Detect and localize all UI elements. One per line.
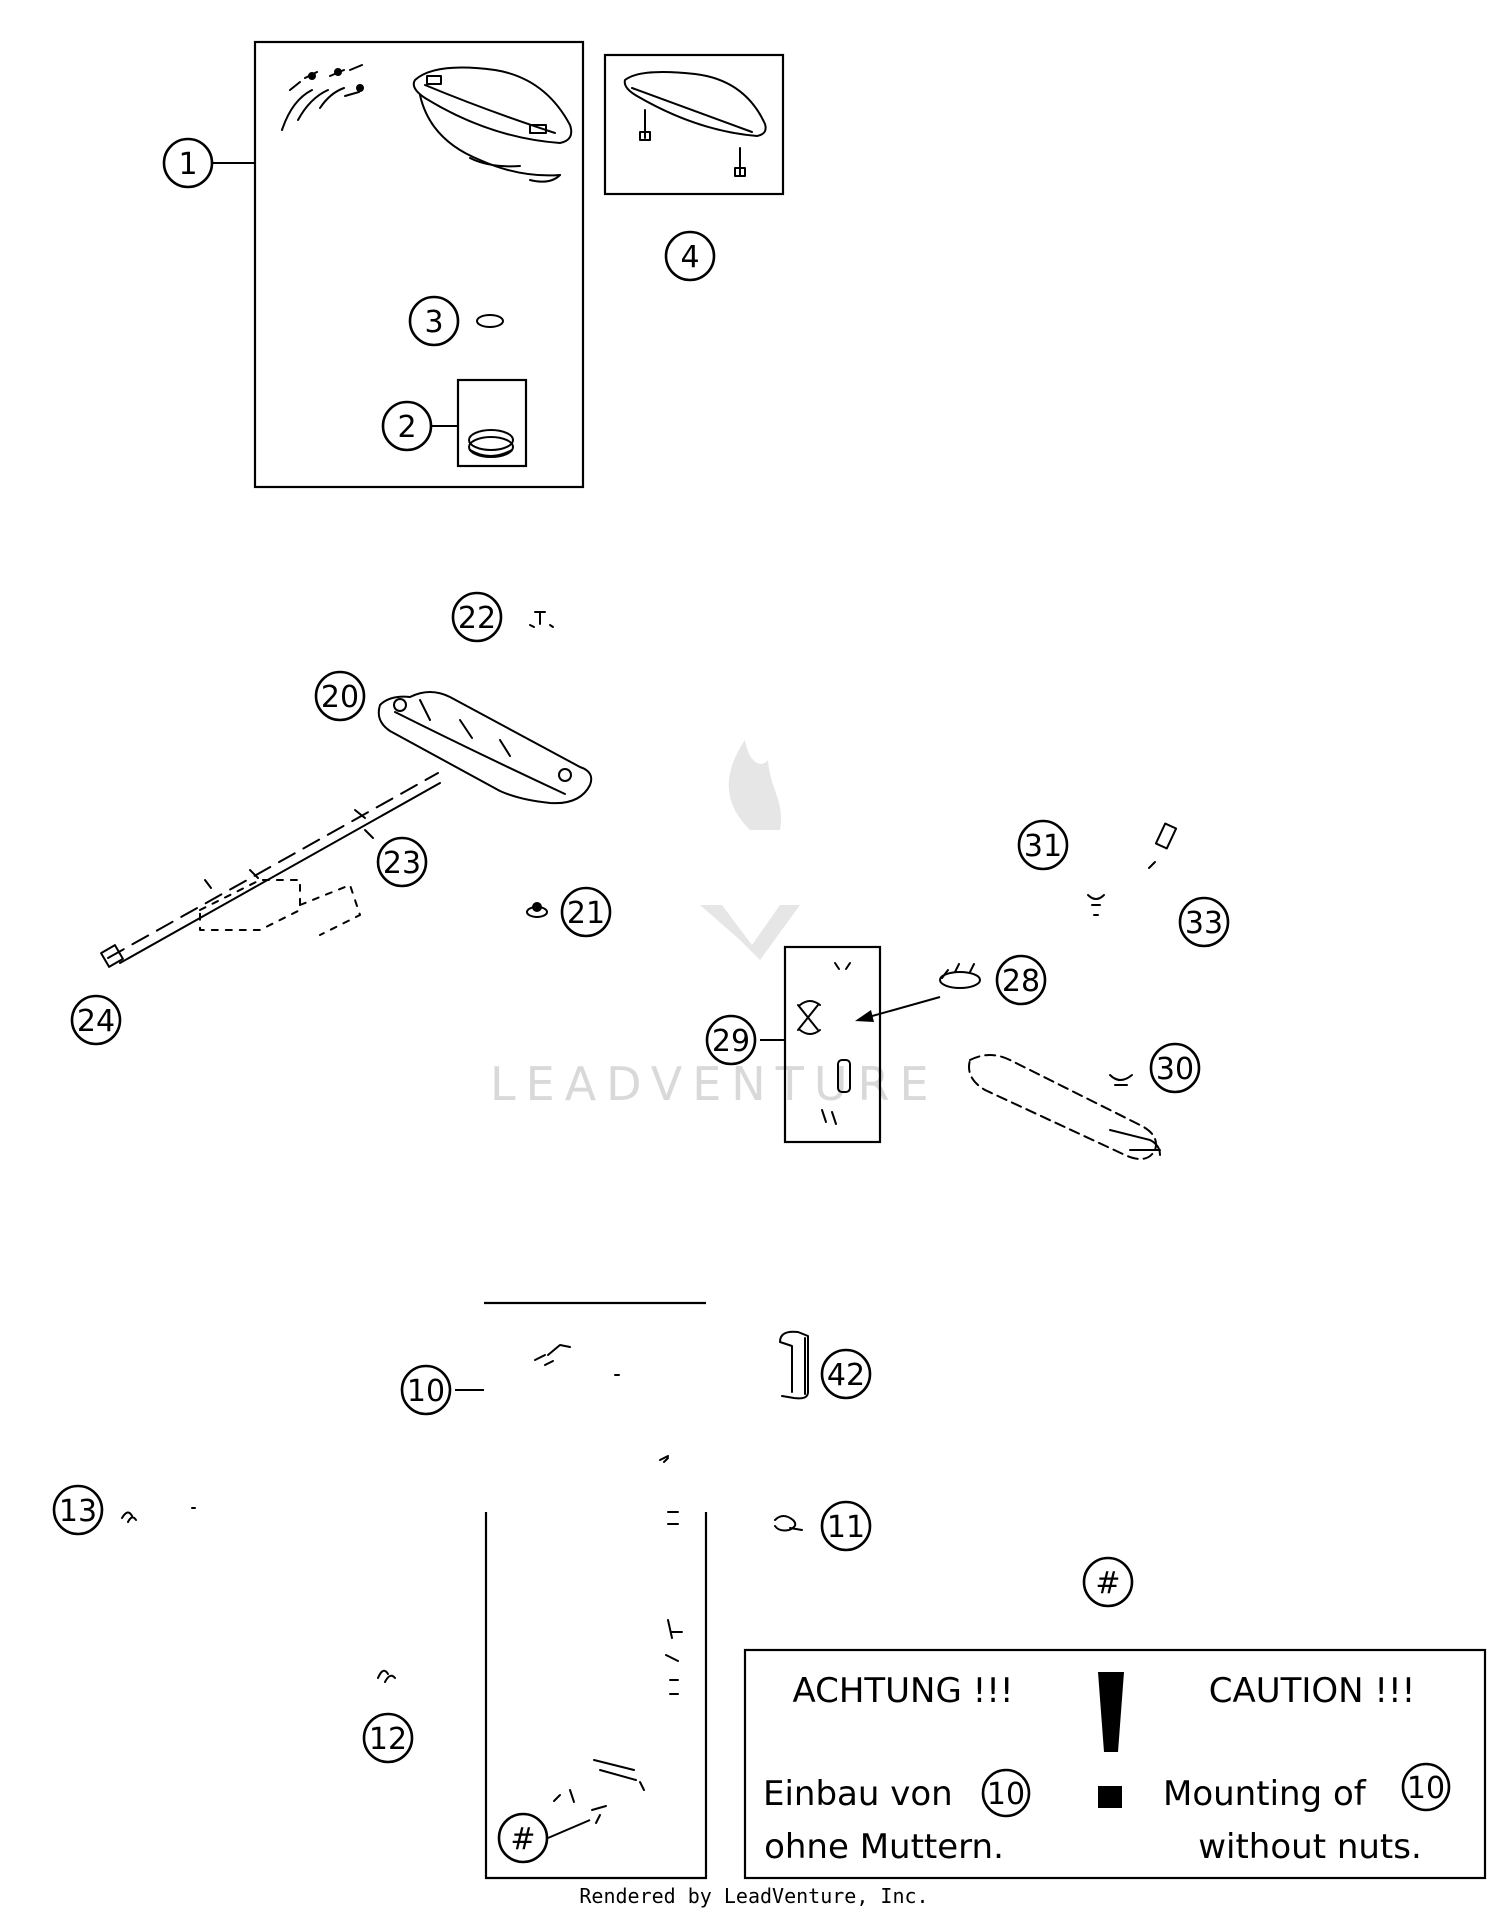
callout-hash-bottom-label: # <box>510 1822 535 1857</box>
callout-4[interactable]: 4 <box>664 230 716 282</box>
o-ring-icon <box>476 314 504 328</box>
callout-10[interactable]: 10 <box>400 1364 452 1416</box>
callout-22[interactable]: 22 <box>451 591 503 643</box>
spring-13-icon <box>121 1507 196 1523</box>
callout-23[interactable]: 23 <box>376 836 428 888</box>
bolt-33-icon <box>1148 822 1178 869</box>
note-en-line1: Mounting of <box>1163 1774 1367 1814</box>
callout-28-label: 28 <box>1002 964 1040 999</box>
seal-icon <box>468 429 514 458</box>
v-logo-icon <box>700 905 800 960</box>
callout-1-label: 1 <box>178 147 197 182</box>
kit-box-1 <box>253 40 585 489</box>
note-de-ref: 10 <box>987 1777 1025 1812</box>
callout-42-label: 42 <box>827 1358 865 1393</box>
strut-30-icon <box>968 1054 1161 1160</box>
axle-23-24-icon <box>100 772 441 968</box>
leader-hash-bottom <box>547 1819 591 1839</box>
callout-20[interactable]: 20 <box>314 670 366 722</box>
group-box-4: 4 <box>603 53 785 282</box>
exclamation-icon <box>1098 1672 1124 1808</box>
note-en-title: CAUTION !!! <box>1209 1671 1416 1711</box>
flame-logo-icon <box>728 740 782 830</box>
callout-31-label: 31 <box>1024 829 1062 864</box>
callout-13-label: 13 <box>59 1494 97 1529</box>
sub-box-2 <box>456 378 528 468</box>
callout-21-label: 21 <box>567 896 605 931</box>
callout-42[interactable]: 42 <box>820 1348 872 1400</box>
note-en-line2: without nuts. <box>1198 1827 1422 1867</box>
group-swingarm: 22 20 23 21 24 <box>70 591 612 1046</box>
note-en-ref: 10 <box>1407 1771 1445 1806</box>
callout-3[interactable]: 3 <box>408 295 460 347</box>
kit-box-29 <box>783 945 882 1144</box>
screw-22-icon <box>529 611 554 628</box>
cover-with-studs-icon <box>623 71 767 177</box>
callout-24-label: 24 <box>77 1004 115 1039</box>
clamp-42-icon <box>779 1330 809 1400</box>
group-box-1: 1 3 2 <box>162 40 585 489</box>
callout-4-label: 4 <box>680 240 699 275</box>
note-de-title: ACHTUNG !!! <box>792 1671 1013 1711</box>
caution-note-box <box>743 1648 1487 1880</box>
caution-note: ACHTUNG !!! Einbau von 10 ohne Muttern. … <box>743 1648 1487 1880</box>
callout-33[interactable]: 33 <box>1178 896 1230 948</box>
callout-11[interactable]: 11 <box>820 1500 872 1552</box>
watermark-text: LEADVENTURE <box>490 1057 939 1111</box>
nut-21-icon <box>526 902 548 918</box>
callout-12[interactable]: 12 <box>362 1712 414 1764</box>
note-de-ref-callout: 10 <box>981 1768 1031 1818</box>
callout-12-label: 12 <box>369 1722 407 1757</box>
callout-2-label: 2 <box>397 410 416 445</box>
callout-23-label: 23 <box>383 846 421 881</box>
callout-24[interactable]: 24 <box>70 994 122 1046</box>
callout-21[interactable]: 21 <box>560 886 612 938</box>
callout-28[interactable]: 28 <box>995 954 1047 1006</box>
bolt-10-icon <box>534 1344 683 1824</box>
callout-1[interactable]: 1 <box>162 137 214 189</box>
bolt-set-icon <box>281 64 364 131</box>
callout-30-label: 30 <box>1156 1052 1194 1087</box>
group-frame: 10 42 13 11 12 # # <box>52 1301 1134 1880</box>
callout-11-label: 11 <box>827 1510 865 1545</box>
callout-20-label: 20 <box>321 680 359 715</box>
callout-10-label: 10 <box>407 1374 445 1409</box>
footer-credit: Rendered by LeadVenture, Inc. <box>579 1884 928 1908</box>
note-de-line2: ohne Muttern. <box>764 1827 1004 1867</box>
callout-33-label: 33 <box>1185 906 1223 941</box>
group-brace: 31 33 28 29 30 <box>705 819 1230 1160</box>
watermark: LEADVENTURE <box>490 740 939 1111</box>
callout-hash-bottom[interactable]: # <box>497 1812 549 1864</box>
cover-shell-icon <box>412 66 573 183</box>
callout-29[interactable]: 29 <box>705 1014 757 1066</box>
washer-31-icon <box>1087 894 1105 916</box>
callout-31[interactable]: 31 <box>1017 819 1069 871</box>
note-en-ref-callout: 10 <box>1401 1762 1451 1812</box>
nut-28-icon <box>939 963 981 989</box>
callout-3-label: 3 <box>424 305 443 340</box>
bracket-20-icon <box>377 691 593 805</box>
callout-hash-top[interactable]: # <box>1082 1556 1134 1608</box>
nut-11-icon <box>774 1515 803 1532</box>
callout-hash-top-label: # <box>1095 1566 1120 1601</box>
callout-30[interactable]: 30 <box>1149 1042 1201 1094</box>
hardware-29-icon <box>797 962 851 1125</box>
callout-13[interactable]: 13 <box>52 1484 104 1536</box>
callout-29-label: 29 <box>712 1024 750 1059</box>
arrow-28 <box>855 996 941 1022</box>
note-de-line1: Einbau von <box>763 1774 953 1814</box>
spring-12-icon <box>377 1669 396 1683</box>
kit-box-4 <box>603 53 785 196</box>
frame-box-lower <box>484 1512 708 1880</box>
callout-2[interactable]: 2 <box>381 400 433 452</box>
callout-22-label: 22 <box>458 601 496 636</box>
